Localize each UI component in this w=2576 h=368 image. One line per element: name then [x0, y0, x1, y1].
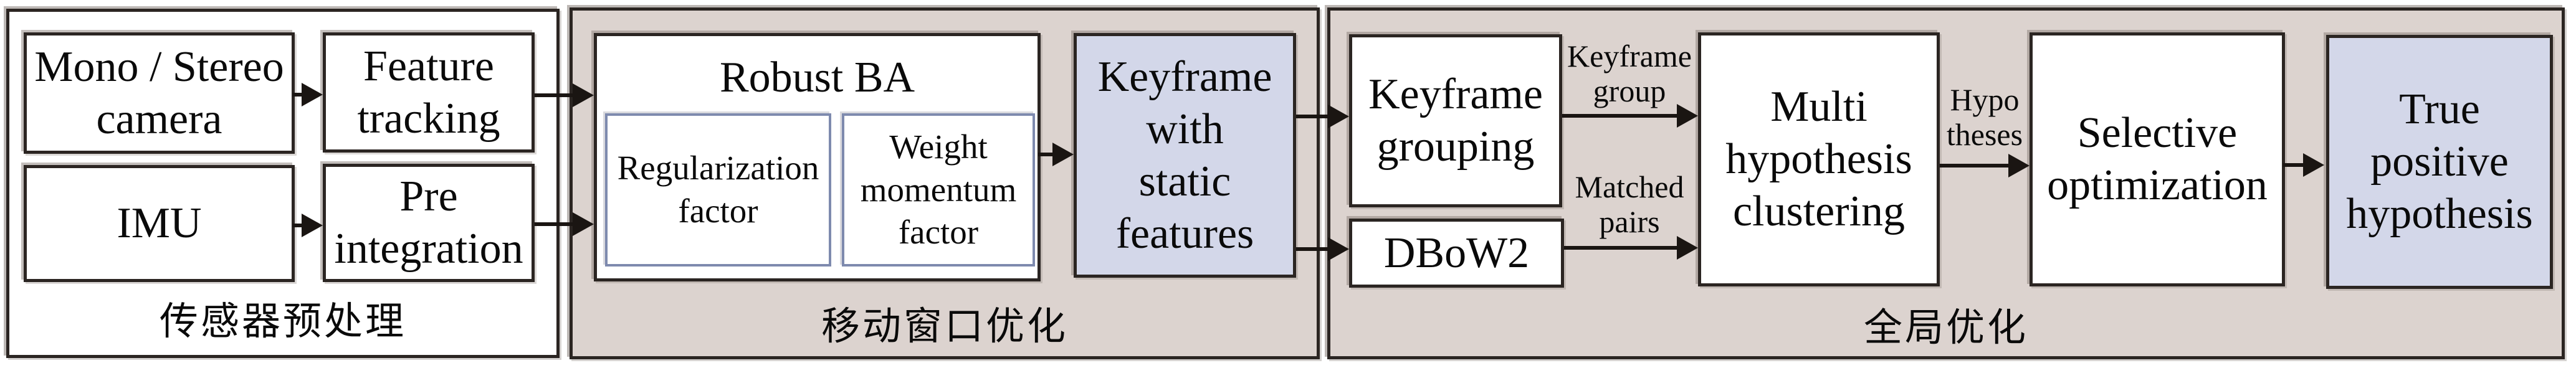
arrow-robust-ba-to-keyframe-static: [1038, 142, 1074, 167]
arrow-shaft: [535, 222, 573, 226]
box-imu: IMU: [24, 165, 295, 282]
arrow-multi-hypothesis-to-selective: [1940, 153, 2030, 178]
arrow-shaft: [1296, 247, 1328, 251]
robust-ba-title: Robust BA: [719, 54, 915, 101]
box-pre-integration: Pre integration: [323, 164, 535, 282]
arrow-label-keyframe-group: Keyframe group: [1567, 39, 1692, 108]
box-keyframe-grouping: Keyframe grouping: [1349, 34, 1562, 207]
box-weight-momentum-factor: Weight momentum factor: [842, 113, 1035, 267]
group-sensor-preprocessing: Mono / Stereo camera Feature tracking IM…: [6, 9, 560, 358]
box-feature-tracking: Feature tracking: [323, 32, 535, 153]
arrow-imu-to-pre-integration: [293, 213, 323, 238]
box-keyframe-static-features: Keyframe with static features: [1074, 33, 1296, 278]
arrow-shaft: [1296, 115, 1328, 118]
arrow-head: [2303, 153, 2324, 177]
arrow-selective-to-true-positive: [2283, 153, 2324, 177]
arrow-shaft: [2283, 163, 2303, 167]
arrow-keyframe-grouping-to-multi-hypothesis: [1562, 103, 1698, 128]
box-dbow2: DBoW2: [1349, 219, 1564, 288]
arrow-keyframe-static-to-dbow2: [1296, 237, 1349, 262]
arrow-head: [302, 83, 323, 106]
arrow-shaft: [1562, 114, 1677, 118]
group-label-sliding-window-optimization: 移动窗口优化: [821, 306, 1068, 348]
group-label-global-optimization: 全局优化: [1863, 307, 2028, 349]
arrow-label-matched-pairs: Matched pairs: [1575, 169, 1684, 239]
arrow-head: [1052, 143, 1074, 166]
box-multi-hypothesis-clustering: Multi hypothesis clustering: [1698, 32, 1940, 286]
arrow-shaft: [293, 224, 302, 227]
arrow-shaft: [535, 93, 573, 97]
box-robust-ba: Robust BA Regularization factor Weight m…: [594, 33, 1041, 281]
arrow-head: [1328, 105, 1349, 128]
arrow-head: [1328, 237, 1349, 261]
group-label-sensor-preprocessing: 传感器预处理: [159, 301, 406, 343]
group-sliding-window-optimization: Robust BA Regularization factor Weight m…: [570, 7, 1320, 359]
arrow-feature-tracking-to-robust-ba: [535, 83, 594, 108]
arrow-head: [1677, 104, 1698, 128]
arrow-head: [573, 212, 594, 236]
box-true-positive-hypothesis: True positive hypothesis: [2326, 35, 2553, 289]
arrow-pre-integration-to-robust-ba: [535, 212, 594, 237]
arrow-head: [2008, 154, 2030, 177]
arrow-dbow2-to-multi-hypothesis: [1564, 235, 1698, 260]
box-selective-optimization: Selective optimization: [2030, 32, 2285, 286]
arrow-head: [1677, 236, 1698, 260]
group-global-optimization: Keyframe grouping DBoW2 Multi hypothesis…: [1327, 7, 2565, 359]
arrow-camera-to-feature-tracking: [293, 82, 323, 107]
arrow-head: [573, 83, 594, 107]
arrow-keyframe-static-to-keyframe-grouping: [1296, 104, 1349, 129]
box-mono-stereo-camera: Mono / Stereo camera: [24, 32, 295, 154]
arrow-shaft: [1564, 246, 1677, 250]
arrow-shaft: [1038, 153, 1052, 156]
arrow-shaft: [293, 93, 302, 97]
arrow-shaft: [1940, 164, 2008, 167]
arrow-label-hypotheses: Hypo theses: [1946, 82, 2023, 152]
box-regularization-factor: Regularization factor: [605, 113, 831, 267]
arrow-head: [302, 214, 323, 237]
